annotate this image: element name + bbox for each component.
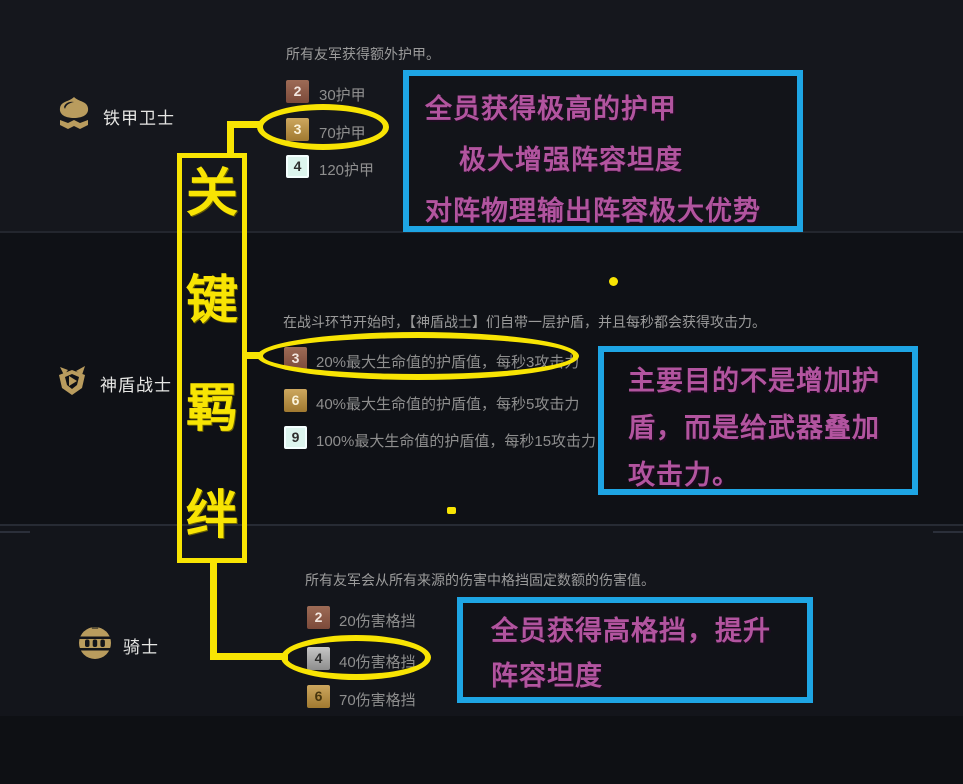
vertical-label-char: 绊 [185,486,238,545]
highlight-ellipse-knight-4 [281,635,431,680]
divider-tick [0,531,30,533]
connector-line [227,121,234,155]
tier-count-badge: 6 [307,685,330,708]
note-text-line: 阵容坦度 [491,661,603,691]
iron-guard-shield-icon[interactable] [54,94,94,134]
section-background-footer [0,716,963,784]
tier-count-badge: 6 [284,389,307,412]
vertical-label-char: 键 [185,272,238,331]
vertical-label-char: 羁 [185,379,238,438]
trait-description: 所有友军会从所有来源的伤害中格挡固定数额的伤害值。 [305,572,655,588]
connector-line [210,560,217,660]
note-text-line: 极大增强阵容坦度 [459,145,683,175]
knight-helmet-icon[interactable] [75,623,115,663]
section-background-middle [0,233,963,524]
tier-effect: 120护甲 [319,162,375,179]
note-box-knight: 全员获得高格挡，提升 阵容坦度 [457,597,813,703]
note-text-line: 盾，而是给武器叠加 [628,413,880,443]
tier-count-badge: 9 [284,426,307,449]
note-text-line: 全员获得极高的护甲 [425,94,677,124]
section-divider [0,231,963,233]
section-background-bottom [0,526,963,716]
section-divider [0,524,963,526]
tier-effect: 40%最大生命值的护盾值，每秒5攻击力 [316,396,580,413]
tier-count-badge: 4 [286,155,309,178]
connector-line [227,121,263,128]
note-text-line: 攻击力。 [628,460,740,490]
tier-effect: 20伤害格挡 [339,613,416,630]
tier-effect: 70伤害格挡 [339,692,416,709]
trait-name-knight[interactable]: 骑士 [123,638,159,657]
connector-line [243,352,261,359]
tier-count-badge: 2 [286,80,309,103]
tier-effect: 100%最大生命值的护盾值，每秒15攻击力 [316,433,597,450]
stray-yellow-dot [447,507,456,514]
trait-description: 在战斗环节开始时，【神盾战士】们自带一层护盾，并且每秒都会获得攻击力。 [283,314,766,330]
divine-shield-icon[interactable] [52,361,92,401]
trait-description: 所有友军获得额外护甲。 [286,46,440,62]
note-text-line: 对阵物理输出阵容极大优势 [425,196,761,226]
highlight-ellipse-divine-shield-3 [257,332,579,380]
tier-count-badge: 2 [307,606,330,629]
connector-line [210,653,288,660]
note-box-iron-guard: 全员获得极高的护甲 极大增强阵容坦度 对阵物理输出阵容极大优势 [403,70,803,232]
note-box-divine-shield: 主要目的不是增加护 盾，而是给武器叠加 攻击力。 [598,346,918,495]
note-text-line: 全员获得高格挡，提升 [491,616,771,646]
tier-effect: 30护甲 [319,87,366,104]
note-text-line: 主要目的不是增加护 [628,366,880,396]
key-synergy-vertical-label: 关 键 羁 绊 [177,153,247,563]
stray-yellow-dot [609,277,618,286]
highlight-ellipse-iron-guard-3 [257,104,389,150]
trait-name-iron-guard[interactable]: 铁甲卫士 [103,109,175,128]
trait-name-divine-shield[interactable]: 神盾战士 [100,376,172,395]
vertical-label-char: 关 [185,165,238,223]
divider-tick [933,531,963,533]
